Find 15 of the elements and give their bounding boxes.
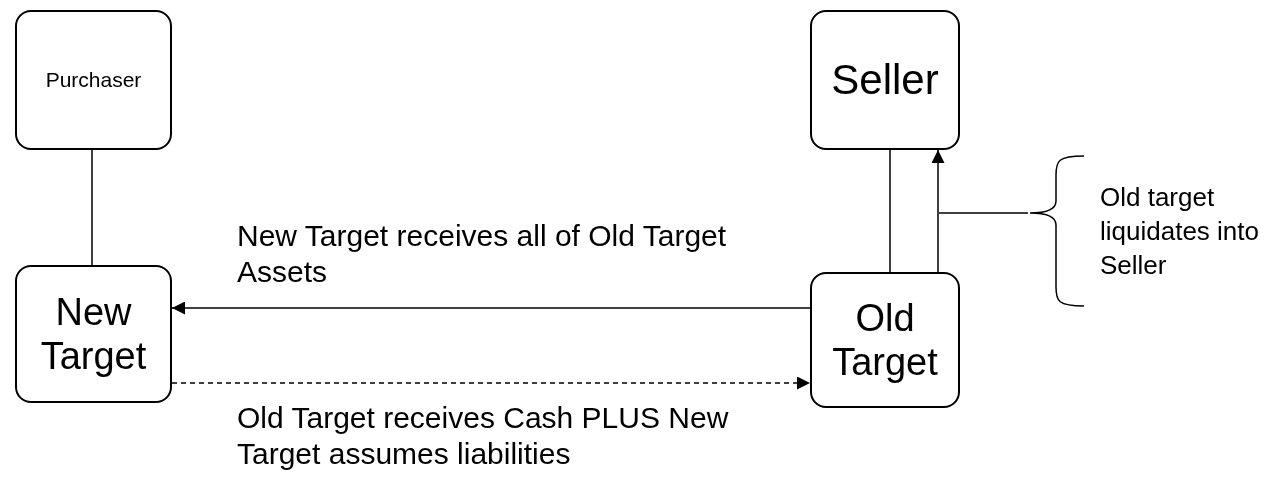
rounded-box [810,272,960,408]
arrow [171,301,811,315]
box-label: Seller [831,56,939,104]
connector-line [889,149,891,273]
rounded-box [15,265,172,403]
box-label: Purchaser [45,68,142,92]
note-text: Old target liquidates into Seller [1100,181,1260,282]
rounded-box [15,10,172,150]
rounded-box [810,10,960,150]
box-label: New Target [39,290,148,378]
leader-line [938,212,1029,214]
connector-line [91,149,93,266]
arrow [931,149,945,273]
box-label: Old Target [831,296,939,384]
arrow [171,376,811,390]
